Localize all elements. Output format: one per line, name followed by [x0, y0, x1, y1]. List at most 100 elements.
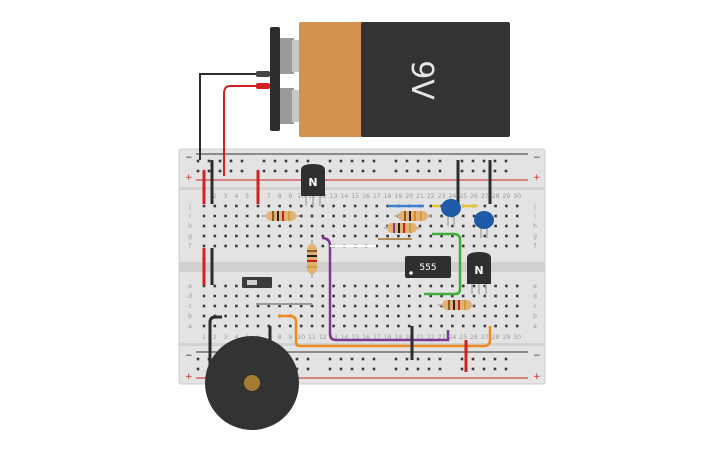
strip-hole[interactable] [213, 234, 217, 238]
strip-hole[interactable] [235, 204, 238, 208]
strip-hole[interactable] [429, 314, 433, 318]
rail-hole[interactable] [482, 357, 486, 361]
strip-hole[interactable] [213, 214, 217, 218]
timer-555-chip[interactable]: 555 [405, 256, 451, 278]
rail-hole[interactable] [295, 367, 299, 371]
strip-hole[interactable] [332, 294, 335, 298]
strip-hole[interactable] [429, 204, 433, 208]
strip-hole[interactable] [515, 294, 519, 298]
strip-hole[interactable] [418, 294, 422, 298]
strip-hole[interactable] [256, 234, 260, 238]
strip-hole[interactable] [483, 244, 487, 248]
rail-hole[interactable] [471, 159, 475, 163]
rail-hole[interactable] [361, 367, 365, 371]
rail-hole[interactable] [339, 159, 343, 163]
strip-hole[interactable] [375, 324, 379, 328]
strip-hole[interactable] [235, 294, 238, 298]
strip-hole[interactable] [440, 234, 443, 238]
strip-hole[interactable] [256, 294, 260, 298]
rail-hole[interactable] [196, 367, 200, 371]
strip-hole[interactable] [451, 244, 454, 248]
strip-hole[interactable] [224, 234, 227, 238]
strip-hole[interactable] [343, 214, 346, 218]
strip-hole[interactable] [213, 284, 217, 288]
strip-hole[interactable] [515, 214, 519, 218]
rail-hole[interactable] [416, 367, 420, 371]
strip-hole[interactable] [494, 244, 497, 248]
strip-hole[interactable] [483, 204, 487, 208]
strip-hole[interactable] [321, 314, 325, 318]
transistor-1[interactable]: N [301, 164, 325, 206]
strip-hole[interactable] [278, 294, 281, 298]
strip-hole[interactable] [429, 284, 433, 288]
strip-hole[interactable] [245, 214, 249, 218]
strip-hole[interactable] [364, 314, 368, 318]
rail-hole[interactable] [416, 159, 420, 163]
strip-hole[interactable] [418, 284, 422, 288]
strip-hole[interactable] [440, 324, 443, 328]
strip-hole[interactable] [364, 284, 368, 288]
strip-hole[interactable] [440, 224, 443, 228]
strip-hole[interactable] [440, 294, 443, 298]
strip-hole[interactable] [461, 214, 465, 218]
strip-hole[interactable] [397, 314, 400, 318]
strip-hole[interactable] [364, 204, 368, 208]
strip-hole[interactable] [202, 204, 206, 208]
strip-hole[interactable] [472, 304, 476, 308]
strip-hole[interactable] [267, 244, 271, 248]
strip-hole[interactable] [451, 314, 454, 318]
rail-hole[interactable] [350, 357, 354, 361]
strip-hole[interactable] [364, 224, 368, 228]
battery-lead-black[interactable] [199, 73, 262, 160]
rail-hole[interactable] [218, 169, 222, 173]
rail-hole[interactable] [427, 169, 431, 173]
rail-hole[interactable] [196, 169, 200, 173]
strip-hole[interactable] [505, 204, 508, 208]
rail-hole[interactable] [394, 357, 398, 361]
strip-hole[interactable] [407, 314, 411, 318]
strip-hole[interactable] [451, 224, 454, 228]
rail-hole[interactable] [405, 357, 409, 361]
strip-hole[interactable] [245, 224, 249, 228]
strip-hole[interactable] [440, 314, 443, 318]
strip-hole[interactable] [386, 324, 389, 328]
strip-hole[interactable] [397, 294, 400, 298]
strip-hole[interactable] [483, 314, 487, 318]
strip-hole[interactable] [267, 314, 271, 318]
capacitor-1[interactable] [441, 199, 461, 226]
strip-hole[interactable] [299, 304, 303, 308]
strip-hole[interactable] [494, 324, 497, 328]
strip-hole[interactable] [386, 304, 389, 308]
rail-hole[interactable] [339, 357, 343, 361]
rail-hole[interactable] [471, 169, 475, 173]
resistor-1[interactable] [262, 211, 300, 221]
strip-hole[interactable] [245, 324, 249, 328]
strip-hole[interactable] [515, 204, 519, 208]
strip-hole[interactable] [364, 214, 368, 218]
strip-hole[interactable] [332, 214, 335, 218]
strip-hole[interactable] [494, 224, 497, 228]
rail-hole[interactable] [306, 367, 310, 371]
strip-hole[interactable] [343, 304, 346, 308]
strip-hole[interactable] [461, 224, 465, 228]
strip-hole[interactable] [213, 244, 217, 248]
strip-hole[interactable] [235, 314, 238, 318]
strip-hole[interactable] [397, 284, 400, 288]
rail-hole[interactable] [306, 159, 310, 163]
strip-hole[interactable] [213, 224, 217, 228]
rail-hole[interactable] [295, 159, 299, 163]
strip-hole[interactable] [418, 304, 422, 308]
strip-hole[interactable] [364, 324, 368, 328]
strip-hole[interactable] [256, 324, 260, 328]
strip-hole[interactable] [505, 224, 508, 228]
strip-hole[interactable] [202, 234, 206, 238]
strip-hole[interactable] [418, 314, 422, 318]
strip-hole[interactable] [321, 234, 325, 238]
strip-hole[interactable] [202, 284, 206, 288]
rail-hole[interactable] [504, 169, 508, 173]
rail-hole[interactable] [306, 357, 310, 361]
strip-hole[interactable] [407, 244, 411, 248]
strip-hole[interactable] [429, 294, 433, 298]
rail-hole[interactable] [471, 367, 475, 371]
strip-hole[interactable] [256, 214, 260, 218]
